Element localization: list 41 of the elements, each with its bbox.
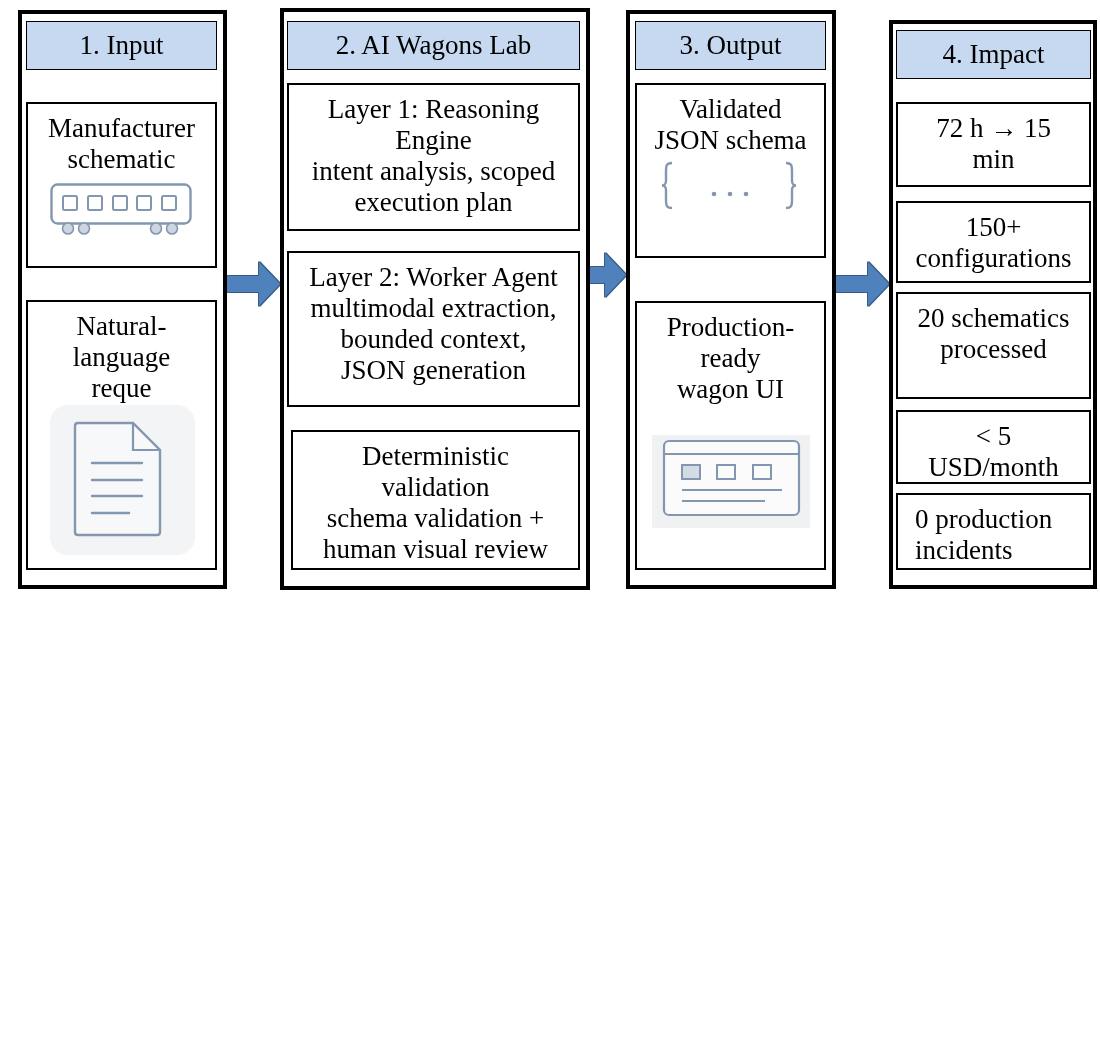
stage-title: 3. Output: [679, 30, 782, 61]
stage-panel: [626, 10, 836, 589]
metric-box: [896, 201, 1091, 283]
process-box: [287, 83, 580, 231]
metric-box: [896, 102, 1091, 187]
box-text: intent analysis, scoped execution plan: [310, 156, 557, 218]
box-text: Manufacturer schematic: [47, 113, 196, 175]
process-box: [291, 430, 580, 570]
metric-text: 0 production incidents: [915, 504, 1054, 566]
stage-panel: [889, 20, 1097, 589]
metric-text: 20 schematics processed: [916, 303, 1071, 365]
metric-box: [896, 493, 1091, 570]
box-text: Production-ready wagon UI: [665, 312, 796, 405]
stage-header: [896, 30, 1091, 79]
box-heading: Layer 2: Worker Agent: [308, 262, 559, 293]
stage-title: 1. Input: [79, 30, 164, 61]
box-text: schema validation + human visual review: [322, 503, 549, 565]
stage-header: [635, 21, 826, 70]
metric-text: 150+ configurations: [914, 212, 1073, 274]
stage-panel: [18, 10, 227, 589]
metric-text: < 5 USD/month: [927, 421, 1060, 483]
stage-title: 2. AI Wagons Lab: [335, 30, 532, 61]
block-arrow: [227, 262, 280, 306]
metric-box: [896, 292, 1091, 399]
process-box: [635, 83, 826, 258]
stage-header: [287, 21, 580, 70]
stage-header: [26, 21, 217, 70]
box-text: Validated JSON schema: [653, 94, 808, 156]
stage-title: 4. Impact: [942, 39, 1045, 70]
process-box: [26, 102, 217, 268]
process-box: [287, 251, 580, 407]
box-text: multimodal extraction, bounded context, JSON generation: [309, 293, 558, 386]
box-text: Natural-language reque: [71, 311, 172, 404]
block-arrow: [590, 253, 626, 297]
block-arrow: [836, 262, 889, 306]
process-box: [635, 301, 826, 570]
metric-box: [896, 410, 1091, 484]
metric-text: 72 h → 15 min: [935, 113, 1052, 175]
process-box: [26, 300, 217, 570]
stage-panel: [280, 8, 590, 590]
box-heading: Deterministic validation: [361, 441, 510, 503]
